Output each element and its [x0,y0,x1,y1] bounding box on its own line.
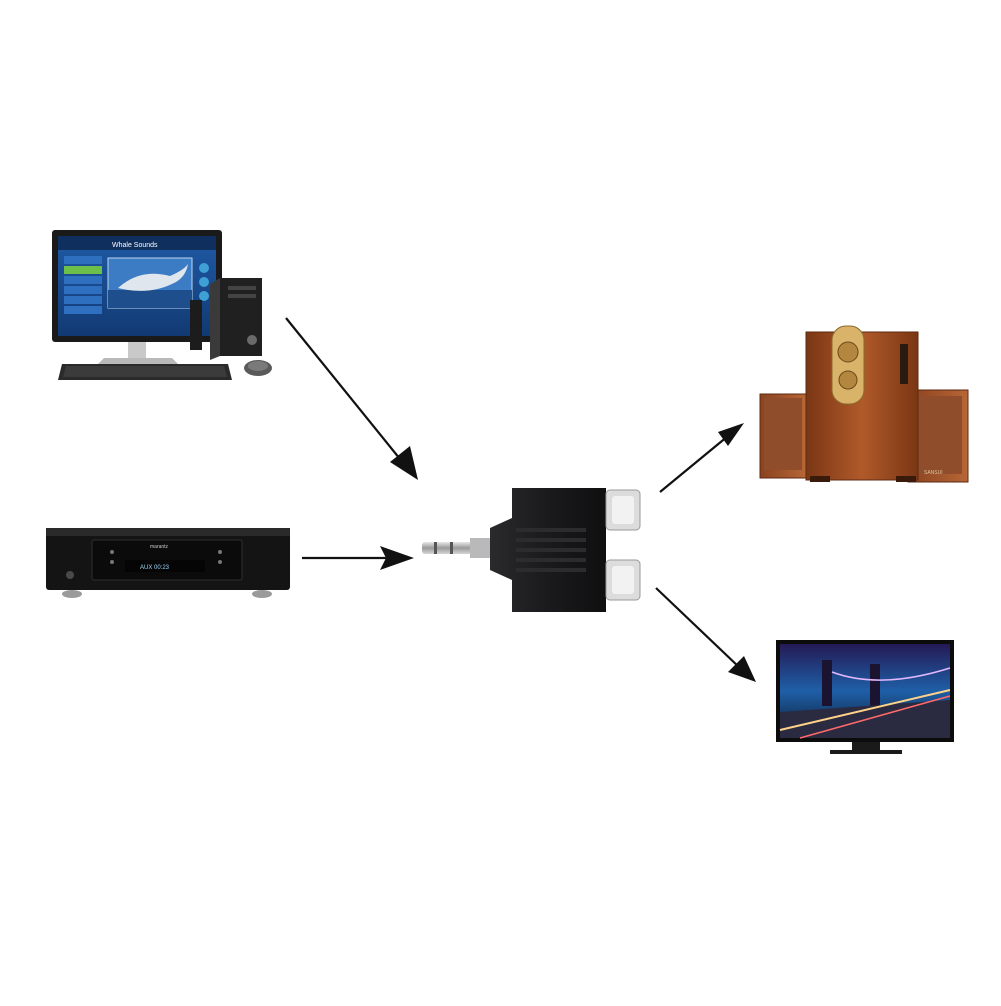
arrow-cd-player-to-adapter [302,546,414,570]
audio-y-adapter-icon [422,488,641,612]
desktop-computer-icon: Whale Sounds [52,230,272,380]
whale-image [118,264,188,291]
monitor-menu [64,256,102,314]
speaker-system-icon: SANSUI [759,325,969,483]
arrow-adapter-to-speakers [659,423,744,493]
cd-player-display: AUX 00:23 [140,565,170,571]
monitor-screen-title: Whale Sounds [112,242,158,249]
arrow-computer-to-adapter [285,317,418,480]
speaker-badge: SANSUI [924,470,943,476]
cd-player-brand: marantz [150,544,169,550]
television-icon [776,640,954,754]
cd-player-icon: marantz AUX 00:23 [46,528,290,598]
arrow-adapter-to-tv [655,587,756,682]
